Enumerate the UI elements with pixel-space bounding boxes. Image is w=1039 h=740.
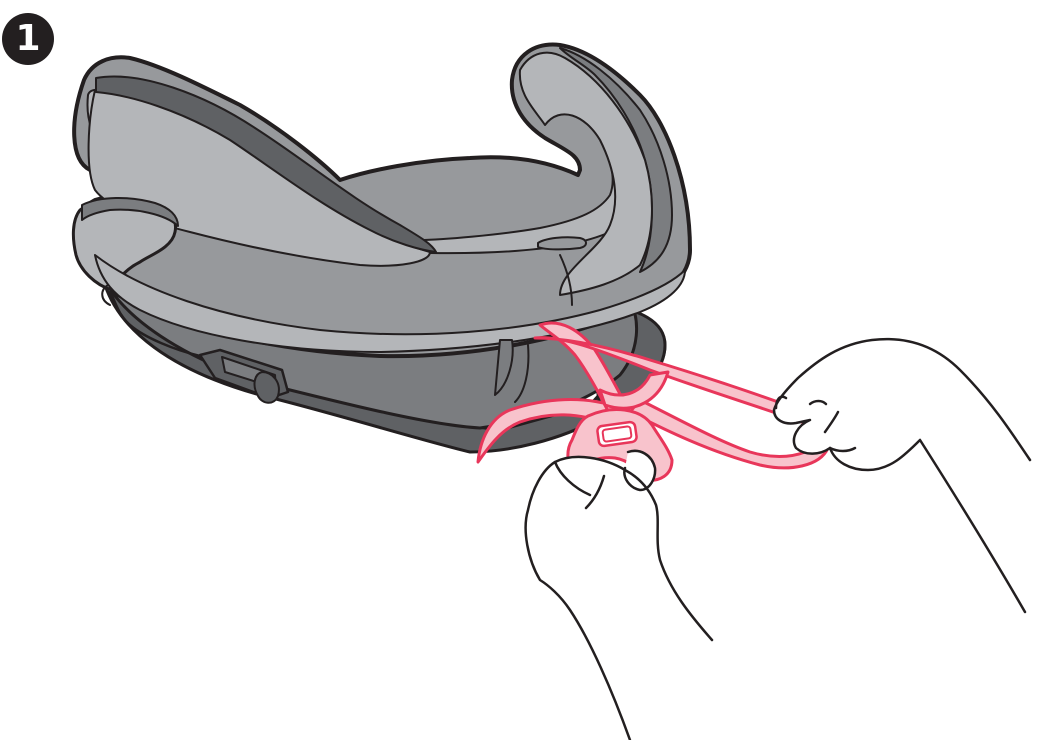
right-hand <box>774 339 1030 612</box>
left-hand <box>526 451 712 740</box>
seat-slot <box>538 237 586 249</box>
